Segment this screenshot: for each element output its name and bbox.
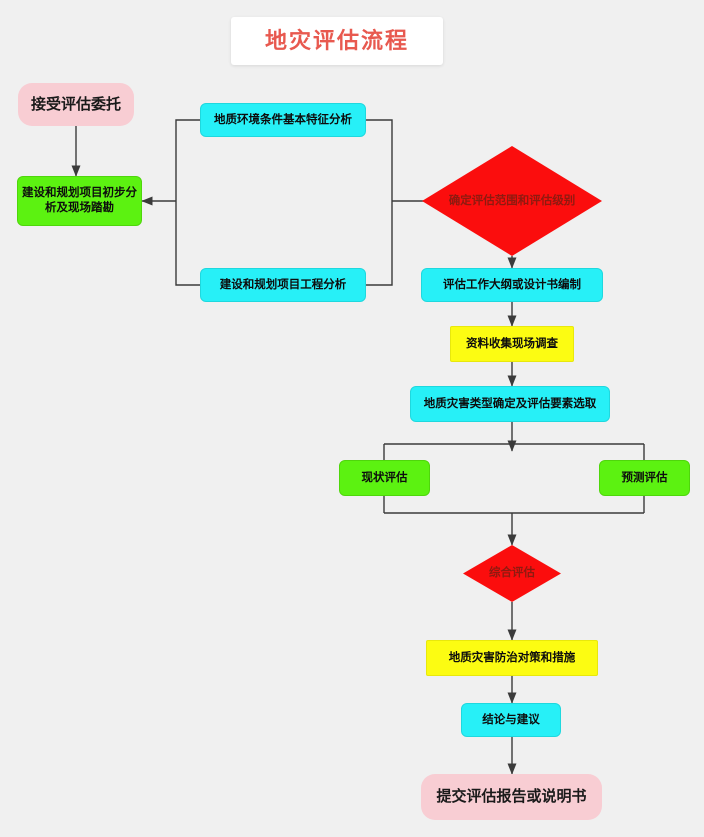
node-project-engineering-analysis[interactable]: 建设和规划项目工程分析: [200, 268, 366, 302]
node-preliminary-analysis-label: 建设和规划项目初步分析及现场踏勘: [22, 187, 137, 214]
node-submit-report[interactable]: 提交评估报告或说明书: [421, 774, 602, 820]
node-geological-environment-analysis-label: 地质环境条件基本特征分析: [214, 113, 352, 126]
node-current-assessment-label: 现状评估: [361, 471, 408, 484]
node-hazard-type-and-factors[interactable]: 地质灾害类型确定及评估要素选取: [410, 386, 610, 422]
node-data-collection-field-survey[interactable]: 资料收集现场调查: [450, 326, 574, 362]
node-accept-commission-label: 接受评估委托: [30, 95, 121, 113]
node-determine-scope-and-level-label: 确定评估范围和评估级别: [448, 194, 576, 207]
node-preliminary-analysis[interactable]: 建设和规划项目初步分析及现场踏勘: [17, 176, 142, 226]
node-determine-scope-and-level[interactable]: 确定评估范围和评估级别: [422, 146, 602, 256]
node-project-engineering-analysis-label: 建设和规划项目工程分析: [219, 278, 347, 291]
node-comprehensive-assessment[interactable]: 综合评估: [463, 545, 561, 602]
chart-title: 地灾评估流程: [231, 17, 443, 65]
node-comprehensive-assessment-label: 综合评估: [489, 567, 535, 580]
node-conclusion-recommendation-label: 结论与建议: [482, 713, 540, 726]
node-predictive-assessment[interactable]: 预测评估: [599, 460, 690, 496]
node-conclusion-recommendation[interactable]: 结论与建议: [461, 703, 561, 737]
edge-left-bracket: [175, 119, 200, 286]
node-data-collection-field-survey-label: 资料收集现场调查: [466, 337, 558, 350]
node-work-outline-design-label: 评估工作大纲或设计书编制: [443, 278, 581, 291]
node-hazard-type-and-factors-label: 地质灾害类型确定及评估要素选取: [423, 397, 597, 410]
node-accept-commission[interactable]: 接受评估委托: [18, 83, 134, 126]
node-current-assessment[interactable]: 现状评估: [339, 460, 430, 496]
edge-right-bracket: [366, 119, 393, 286]
node-prevention-countermeasures-label: 地质灾害防治对策和措施: [448, 651, 576, 664]
node-geological-environment-analysis[interactable]: 地质环境条件基本特征分析: [200, 103, 366, 137]
chart-title-label: 地灾评估流程: [264, 27, 409, 53]
node-prevention-countermeasures[interactable]: 地质灾害防治对策和措施: [426, 640, 598, 676]
node-work-outline-design[interactable]: 评估工作大纲或设计书编制: [421, 268, 603, 302]
node-predictive-assessment-label: 预测评估: [621, 471, 668, 484]
node-submit-report-label: 提交评估报告或说明书: [436, 788, 587, 806]
